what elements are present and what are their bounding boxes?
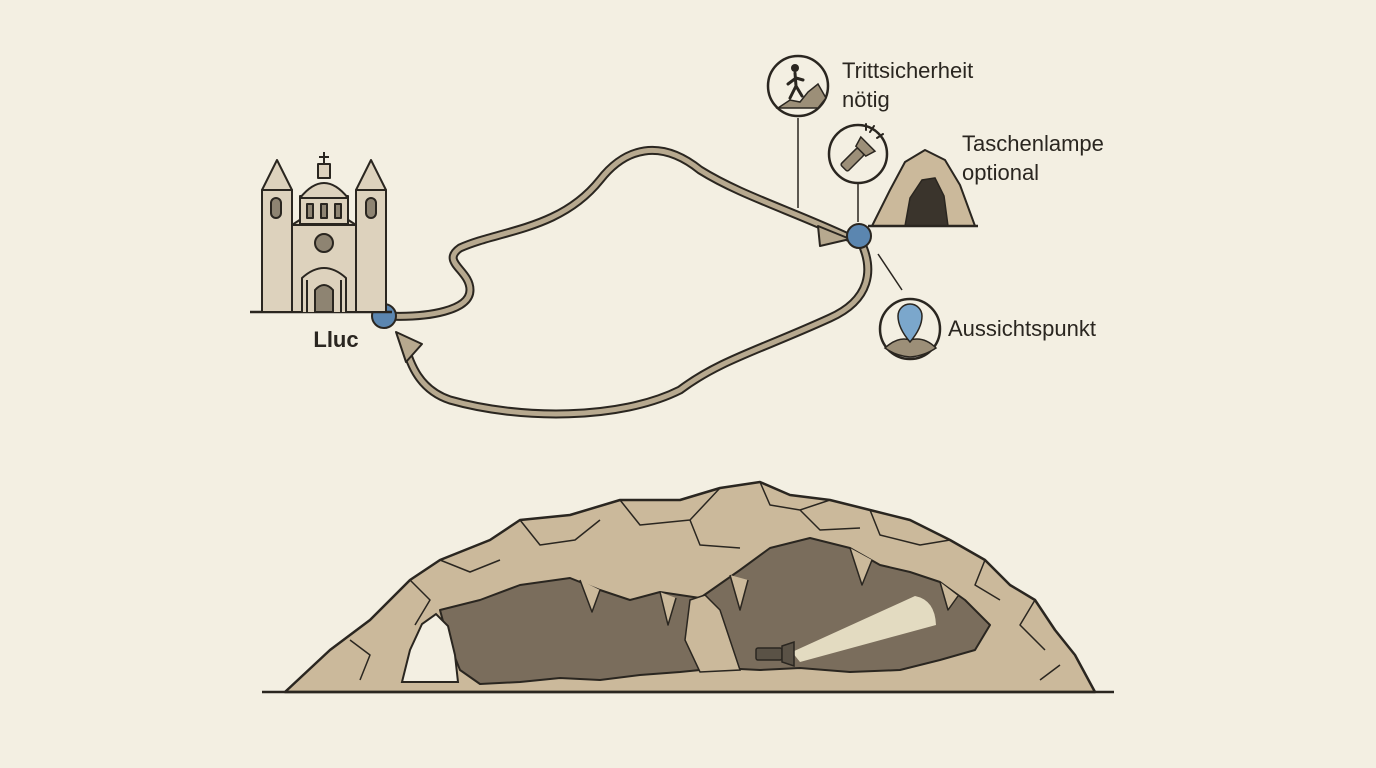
outbound-arrowhead — [817, 225, 851, 247]
cave-entrance-icon — [868, 149, 978, 228]
flashlight-beam — [792, 596, 936, 662]
flashlight-icon — [827, 123, 889, 185]
monastery-icon — [250, 152, 392, 314]
viewpoint-leader — [877, 253, 903, 291]
start-label: Lluc — [313, 327, 358, 352]
flashlight-line1: Taschenlampe — [962, 131, 1104, 156]
route-outbound-path — [381, 145, 853, 321]
return-arrowhead — [395, 331, 423, 363]
route-loop — [371, 145, 873, 419]
cave-flashlight-icon — [755, 640, 795, 668]
cave-mouth — [400, 612, 460, 683]
flashlight-line2: optional — [962, 160, 1039, 185]
route-return-path — [399, 235, 873, 419]
cave-waypoint — [846, 223, 872, 249]
location-pin-icon — [878, 297, 942, 361]
hiker-icon — [766, 54, 830, 118]
viewpoint-label: Aussichtspunkt — [948, 316, 1096, 341]
cave-illustration — [262, 480, 1114, 694]
sure-footedness-line1: Trittsicherheit — [842, 58, 973, 83]
sure-footedness-line2: nötig — [842, 87, 890, 112]
